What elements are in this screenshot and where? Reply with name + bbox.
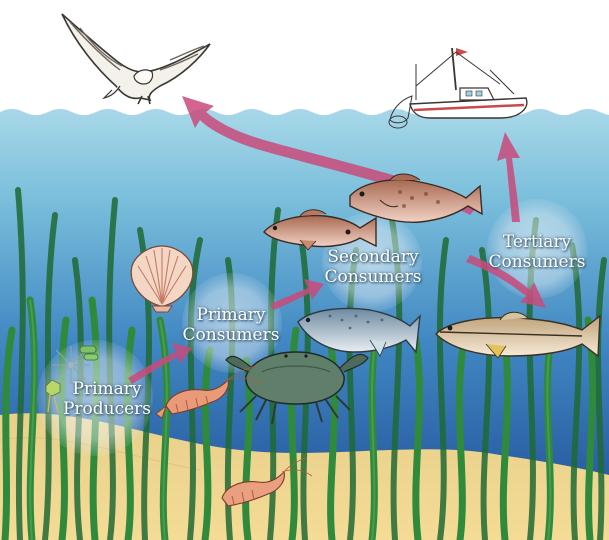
label-primary-consumers-line2: Consumers (182, 325, 280, 345)
label-secondary-consumers-line2: Consumers (324, 267, 422, 287)
arrow-to-boat (497, 132, 520, 222)
scallop-icon (130, 245, 194, 313)
arrow-to-snook (466, 255, 546, 308)
snook-icon (435, 311, 601, 359)
blue-crab-icon (225, 351, 369, 425)
fishing-boat-icon (388, 47, 528, 129)
label-primary-consumers-line1: Primary (196, 305, 266, 325)
label-secondary-consumers-line1: Secondary (327, 247, 419, 267)
label-primary-consumers: Primary Consumers (176, 305, 286, 345)
arrow-producers-to-primary (128, 343, 192, 384)
glow-primary-consumers (182, 273, 282, 373)
label-primary-producers: Primary Producers (52, 379, 162, 419)
shrimp-icon (155, 365, 263, 419)
osprey-icon (61, 13, 211, 105)
glow-primary-producers (37, 340, 153, 456)
arrow-primary-to-secondary (270, 279, 324, 310)
label-tertiary-consumers: Tertiary Consumers (482, 232, 592, 272)
label-secondary-consumers: Secondary Consumers (318, 247, 428, 287)
grouper-icon (349, 173, 483, 223)
label-tertiary-consumers-line2: Consumers (488, 252, 586, 272)
label-tertiary-consumers-line1: Tertiary (502, 232, 572, 252)
red-drum-icon (263, 209, 377, 251)
phytoplankton-icon (45, 345, 99, 413)
seatrout-icon (297, 307, 421, 357)
label-primary-producers-line2: Producers (62, 399, 152, 419)
label-primary-producers-line1: Primary (72, 379, 142, 399)
shrimp-icon-2 (221, 457, 313, 507)
glow-tertiary-consumers (487, 199, 587, 299)
